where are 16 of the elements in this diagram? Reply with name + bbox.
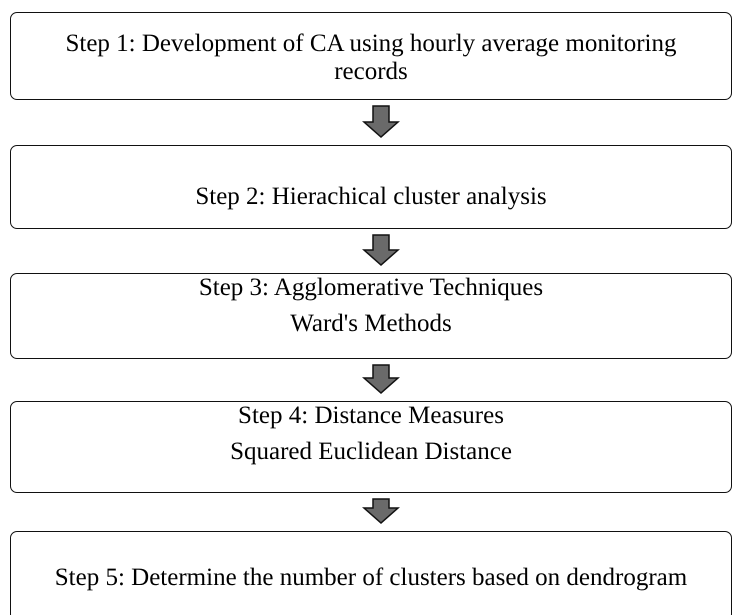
step-text: Step 2: Hierachical cluster analysis — [195, 183, 547, 211]
step-text: Squared Euclidean Distance — [230, 438, 512, 466]
step-text: Step 1: Development of CA using hourly average monitoring records — [64, 30, 678, 86]
process-box — [10, 273, 732, 359]
step-text: Step 5: Determine the number of clusters based on dendrogram — [54, 564, 688, 592]
block-arrow — [362, 364, 400, 394]
step-text: Step 4: Distance Measures — [238, 402, 504, 430]
block-arrow — [362, 498, 400, 524]
process-box — [10, 12, 732, 100]
process-box — [10, 531, 732, 615]
step-text: Ward's Methods — [290, 310, 452, 338]
block-arrow — [362, 105, 400, 138]
process-box — [10, 401, 732, 493]
step-text: Step 3: Agglomerative Techniques — [198, 274, 544, 302]
process-box — [10, 145, 732, 229]
block-arrow — [362, 234, 400, 266]
